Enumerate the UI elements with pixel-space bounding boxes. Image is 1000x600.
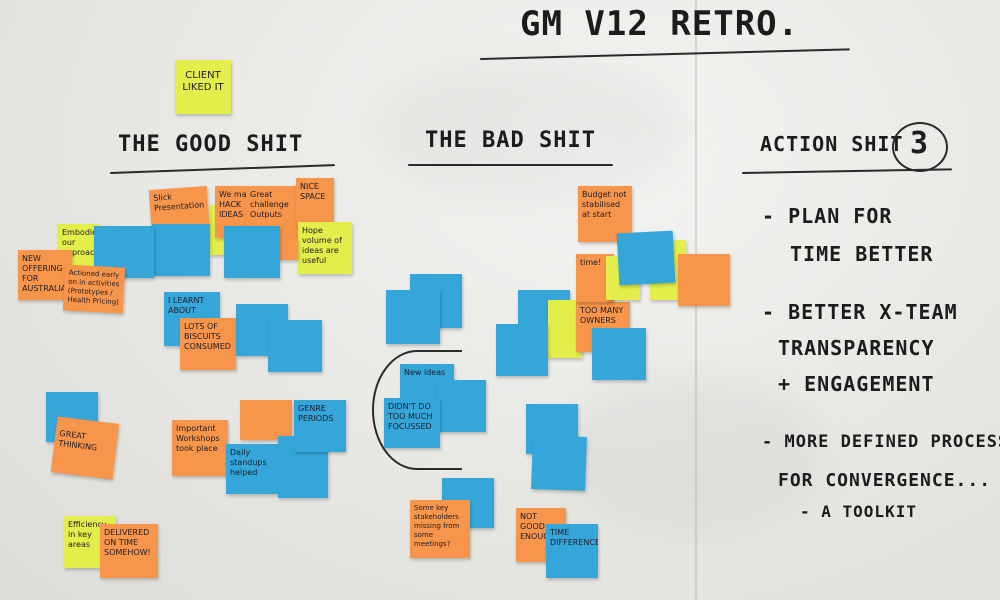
action-item-2-line3: + ENGAGEMENT <box>778 372 935 396</box>
action-item-2-line1: - BETTER X-TEAM <box>762 300 958 324</box>
action-count: 3 <box>910 126 930 161</box>
action-item-3-line2: FOR CONVERGENCE... <box>778 470 992 491</box>
board-title: GM V12 RETRO. <box>520 4 800 44</box>
eraser-smudge <box>380 60 680 200</box>
sticky-note: Daily standups helped <box>226 444 282 494</box>
sticky-note: GREAT THINKING <box>50 416 120 480</box>
sticky-note: Slick Presentation <box>148 186 210 228</box>
sticky-note <box>240 400 292 440</box>
sticky-note <box>386 290 440 344</box>
sticky-note <box>268 320 322 372</box>
sticky-note <box>678 254 730 306</box>
sticky-note: GENRE PERIODS <box>294 400 346 452</box>
action-item-3-line3: - A TOOLKIT <box>800 502 917 521</box>
header-action: ACTION SHIT <box>760 132 904 156</box>
sticky-note: TIME DIFFERENCE <box>546 524 598 578</box>
header-good: THE GOOD SHIT <box>118 132 304 157</box>
header-bad-underline <box>408 164 613 166</box>
title-underline <box>479 48 850 60</box>
action-item-1-line1: - PLAN FOR <box>762 204 893 228</box>
sticky-note: Hope volume of ideas are useful <box>298 222 352 274</box>
action-item-1-line2: TIME BETTER <box>790 242 934 266</box>
header-good-underline <box>109 164 335 174</box>
sticky-note: Important Workshops took place <box>172 420 228 476</box>
sticky-note <box>496 324 548 376</box>
sticky-note: Some key stakeholders missing from some … <box>410 500 470 558</box>
action-item-2-line2: TRANSPARENCY <box>778 336 935 360</box>
header-bad: THE BAD SHIT <box>425 128 596 153</box>
sticky-note: DELIVERED ON TIME SOMEHOW! <box>100 524 158 578</box>
action-item-3-line1: - MORE DEFINED PROCESS <box>762 432 1000 452</box>
marker-arc <box>372 350 462 470</box>
sticky-note <box>616 230 676 286</box>
sticky-note: LOTS OF BISCUITS CONSUMED <box>180 318 236 370</box>
sticky-note <box>224 226 280 278</box>
sticky-note <box>531 435 587 491</box>
eraser-smudge <box>560 380 820 530</box>
sticky-note: NICE SPACE <box>296 178 334 226</box>
sticky-note: DIDN'T DO TOO MUCH FOCUSSED <box>384 398 440 448</box>
sticky-note <box>436 380 486 432</box>
sticky-note <box>592 328 646 380</box>
sticky-note: CLIENT LIKED IT <box>175 60 231 114</box>
sticky-note: Actioned early on in activities (Prototy… <box>62 264 126 314</box>
action-count-circle <box>892 122 948 172</box>
sticky-note <box>152 224 210 276</box>
